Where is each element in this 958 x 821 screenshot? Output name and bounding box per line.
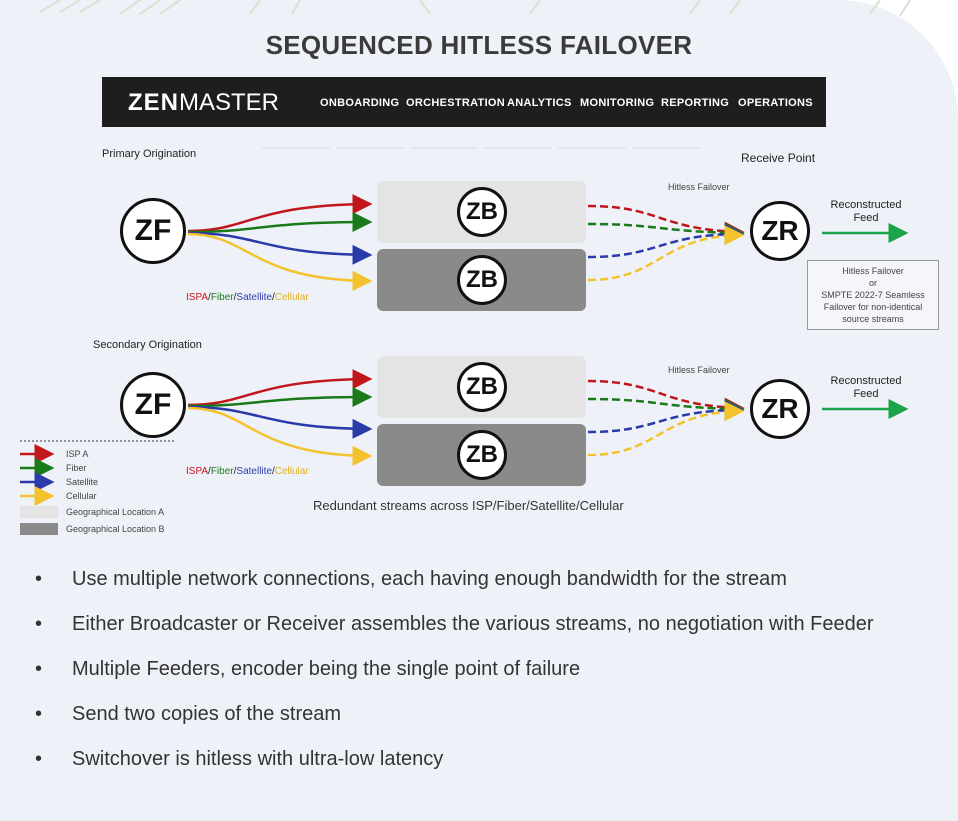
brand-logo: ZENMASTER: [128, 89, 280, 116]
nav-reporting[interactable]: REPORTING: [661, 97, 730, 109]
legend-cellular-label: Cellular: [66, 491, 97, 501]
nav-operations[interactable]: OPERATIONS: [738, 97, 813, 109]
secondary-input-streams: [187, 369, 373, 466]
bullet-item: •Either Broadcaster or Receiver assemble…: [35, 613, 874, 635]
nav-onboarding[interactable]: ONBOARDING: [320, 97, 400, 109]
primary-fiber-stream: [187, 212, 373, 234]
broadcaster-node-b-secondary: ZB: [457, 430, 507, 480]
feeder-node-secondary: ZF: [120, 372, 186, 438]
legend-location-a-swatch: [20, 506, 58, 518]
legend-isp-label: ISP A: [66, 449, 89, 459]
legend-swatches: [20, 444, 58, 535]
broadcaster-node-b-primary: ZB: [457, 255, 507, 305]
primary-satellite-stream: [187, 231, 373, 265]
legend-satellite-label: Satellite: [66, 477, 99, 487]
decorative-pattern: [39, 0, 911, 17]
redundant-streams-caption: Redundant streams across ISP/Fiber/Satel…: [313, 498, 624, 513]
legend-location-a-label: Geographical Location A: [66, 507, 165, 517]
primary-origination-label: Primary Origination: [102, 148, 197, 160]
secondary-origination-label: Secondary Origination: [93, 339, 202, 351]
bullet-item: •Switchover is hitless with ultra-low la…: [35, 748, 444, 770]
receive-point-label: Receive Point: [741, 151, 816, 165]
nav-orchestration[interactable]: ORCHESTRATION: [406, 97, 506, 109]
bullet-item: •Send two copies of the stream: [35, 703, 342, 725]
secondary-fiber-out: [587, 397, 745, 419]
secondary-output-streams: [587, 379, 745, 457]
secondary-fiber-stream: [187, 387, 373, 408]
navbar: ZENMASTER ONBOARDING ORCHESTRATION ANALY…: [102, 77, 826, 127]
isp-types-label-primary: ISPA/Fiber/Satellite/Cellular: [186, 292, 309, 303]
legend-fiber-label: Fiber: [66, 463, 87, 473]
secondary-satellite-stream: [187, 405, 373, 439]
primary-isp-stream: [187, 194, 373, 233]
bullet-item: •Multiple Feeders, encoder being the sin…: [35, 658, 581, 680]
bullet-list: •Use multiple network connections, each …: [35, 565, 915, 790]
broadcaster-node-a-secondary: ZB: [457, 362, 507, 412]
secondary-isp-stream: [187, 369, 373, 407]
broadcaster-node-a-primary: ZB: [457, 187, 507, 237]
hitless-failover-label-primary: Hitless Failover: [668, 182, 730, 192]
hitless-failover-label-secondary: Hitless Failover: [668, 365, 730, 375]
primary-fiber-out: [587, 222, 745, 243]
legend-location-b-swatch: [20, 523, 58, 535]
feeder-node-primary: ZF: [120, 198, 186, 264]
primary-cellular-stream: [187, 232, 373, 291]
secondary-isp-out: [587, 379, 745, 418]
primary-isp-out: [587, 204, 745, 242]
nav-analytics[interactable]: ANALYTICS: [507, 97, 572, 109]
primary-satellite-out: [587, 224, 745, 259]
secondary-cellular-stream: [187, 406, 373, 466]
bullet-item: •Use multiple network connections, each …: [35, 568, 787, 590]
legend-location-b-label: Geographical Location B: [66, 524, 165, 534]
slide-title: SEQUENCED HITLESS FAILOVER: [265, 30, 693, 60]
receiver-node-primary: ZR: [750, 201, 810, 261]
failover-note-box: Hitless Failover or SMPTE 2022-7 Seamles…: [807, 260, 939, 330]
secondary-cellular-out: [587, 401, 745, 457]
primary-cellular-out: [587, 225, 745, 282]
isp-types-label-secondary: ISPA/Fiber/Satellite/Cellular: [186, 466, 309, 477]
primary-output-streams: [587, 204, 745, 282]
secondary-satellite-out: [587, 400, 745, 434]
primary-input-streams: [187, 194, 373, 291]
nav-monitoring[interactable]: MONITORING: [580, 97, 655, 109]
receiver-node-secondary: ZR: [750, 379, 810, 439]
